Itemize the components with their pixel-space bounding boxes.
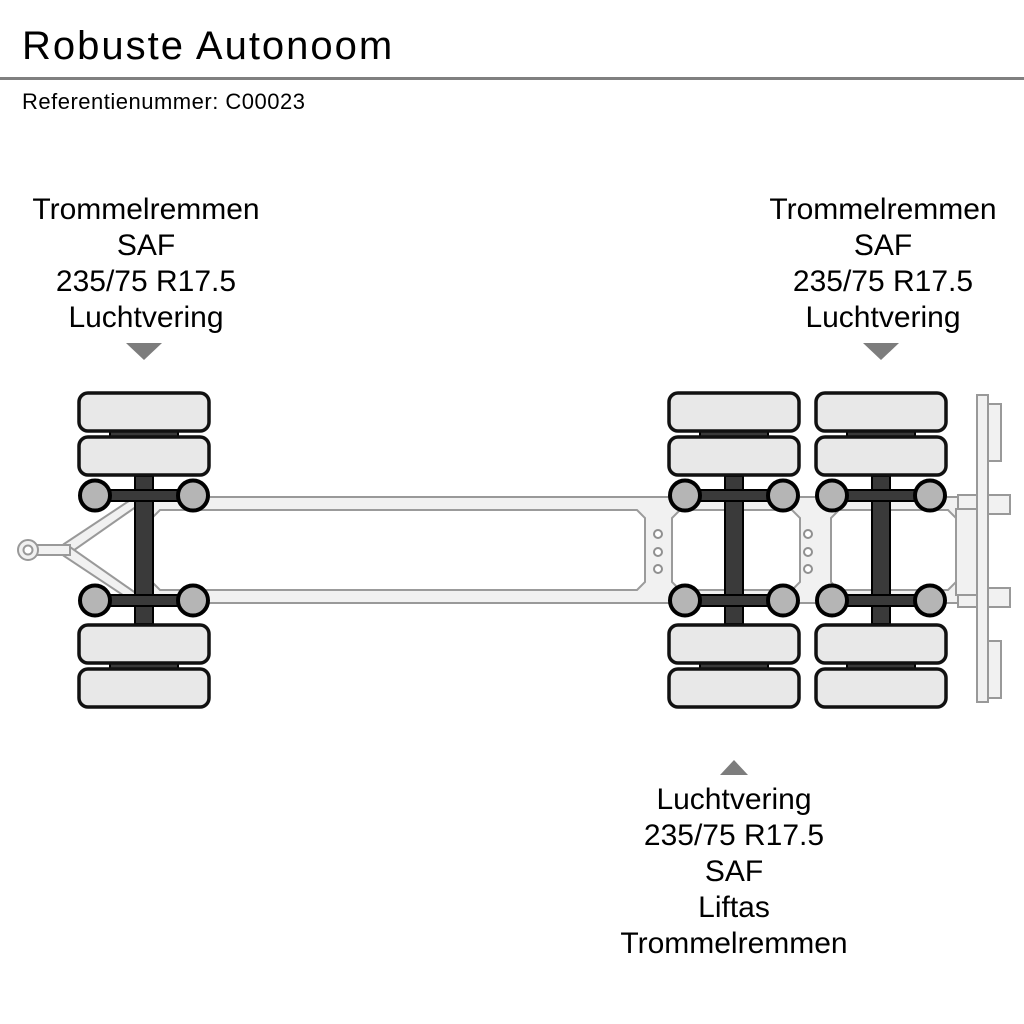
bolt-hole [803, 547, 813, 557]
drawbar-stem [35, 544, 71, 556]
air-bellow [766, 478, 800, 513]
crossmember-holes [653, 529, 813, 574]
axle-bars [94, 428, 931, 672]
axle-label-line: Trommelremmen [32, 193, 260, 226]
rear-axle-label: Trommelremmen SAF 235/75 R17.5 Luchtveri… [769, 192, 996, 336]
bolt-hole [653, 547, 663, 557]
axle-label-line: Luchtvering [805, 301, 961, 334]
axle-label-line: 235/75 R17.5 [792, 265, 974, 298]
arrow-up-icon [720, 760, 748, 775]
tire [77, 391, 211, 433]
frame-panel [830, 509, 957, 591]
tire [667, 391, 801, 433]
axle-label-line: 235/75 R17.5 [55, 265, 237, 298]
bolt-hole [803, 529, 813, 539]
air-bellow [815, 478, 849, 513]
tires [77, 391, 948, 709]
axle-label-line: 235/75 R17.5 [643, 819, 825, 852]
axle-label-line: SAF [704, 855, 764, 888]
rear-bumper-bar [976, 394, 989, 703]
tire [77, 667, 211, 709]
axle-label-line: Trommelremmen [769, 193, 997, 226]
middle-axle-assembly [684, 428, 784, 672]
bolt-hole [653, 564, 663, 574]
rear-fitting-top [987, 403, 1002, 462]
air-bellow [176, 478, 210, 513]
air-bellow [668, 583, 702, 618]
axle-label-line: Luchtvering [656, 783, 812, 816]
tire [77, 435, 211, 477]
tire [667, 435, 801, 477]
tire [814, 435, 948, 477]
rear-fitting-bottom [987, 640, 1002, 699]
reference-number: Referentienummer: C00023 [22, 89, 306, 114]
tire [814, 623, 948, 665]
air-bellow [766, 583, 800, 618]
air-bellow [668, 478, 702, 513]
air-bellow [815, 583, 849, 618]
frame-panel [151, 509, 646, 591]
axle-label-line: Liftas [698, 891, 770, 924]
arrow-down-icon [863, 343, 899, 360]
axle-label-line: SAF [853, 229, 913, 262]
air-bellow [78, 583, 112, 618]
tire [77, 623, 211, 665]
bolt-hole [653, 529, 663, 539]
front-axle-label: Trommelremmen SAF 235/75 R17.5 Luchtveri… [32, 192, 259, 336]
tire [667, 623, 801, 665]
tire [667, 667, 801, 709]
axle-label-line: SAF [116, 229, 176, 262]
air-bellow [78, 478, 112, 513]
frame-panels [151, 509, 957, 591]
air-bellow [913, 478, 947, 513]
title-divider [0, 77, 1024, 80]
lift-axle-label: Luchtvering 235/75 R17.5 SAF Liftas Trom… [620, 782, 847, 962]
arrow-down-icon [126, 343, 162, 360]
axle-label-line: Trommelremmen [620, 927, 848, 960]
tow-eye-hole [22, 544, 34, 556]
axle-label-line: Luchtvering [68, 301, 224, 334]
tire [814, 391, 948, 433]
label-arrows [126, 343, 899, 775]
air-bellow [176, 583, 210, 618]
suspension-bellows [78, 478, 947, 618]
tire [814, 667, 948, 709]
page-title: Robuste Autonoom [22, 24, 395, 68]
bolt-hole [803, 564, 813, 574]
air-bellow [913, 583, 947, 618]
